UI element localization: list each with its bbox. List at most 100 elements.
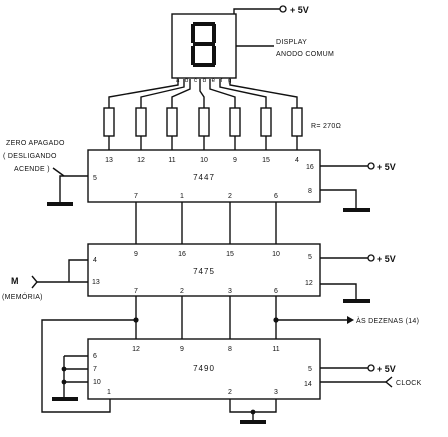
pin-label: 12 bbox=[305, 280, 313, 287]
ic-7490-supply-terminal bbox=[367, 364, 375, 372]
dezenas-arrow-icon bbox=[347, 316, 354, 324]
ic-7490-reset-ground bbox=[52, 355, 88, 401]
pin-label: 11 bbox=[272, 346, 279, 353]
pin-label: 14 bbox=[304, 381, 312, 388]
seven-segment-display: a b c d e f g + 5V DISPLAY ANODO COMUM bbox=[171, 5, 334, 84]
segment-b bbox=[212, 24, 216, 43]
pin-label: 13 bbox=[92, 279, 100, 286]
pin-label: 9 bbox=[233, 157, 237, 164]
ic-7447-supply-terminal bbox=[367, 162, 375, 170]
segment-e bbox=[191, 46, 195, 65]
display-supply-wire bbox=[233, 8, 280, 14]
display-to-resistor-wires bbox=[108, 79, 298, 108]
memory-input-arrow-icon bbox=[31, 275, 38, 289]
zero-note-3: ACENDE ) bbox=[14, 166, 50, 173]
pin-label: 3 bbox=[228, 288, 232, 295]
pin5-ground-wire bbox=[59, 175, 88, 203]
reset-pins-wire bbox=[63, 355, 88, 398]
pin-label: 2 bbox=[180, 288, 184, 295]
junction-dot bbox=[61, 379, 67, 385]
pin-label: 2 bbox=[228, 389, 232, 396]
resistor bbox=[166, 107, 178, 137]
pin-label: 2 bbox=[228, 193, 232, 200]
display-digit bbox=[191, 22, 216, 67]
pin-label: 7 bbox=[134, 288, 138, 295]
ic-7475-power: + 5V bbox=[320, 254, 396, 303]
pin-label: 15 bbox=[262, 157, 270, 164]
pin-label: 3 bbox=[274, 389, 278, 396]
ic-7475: 7475 9 16 15 10 4 13 5 12 7 2 3 6 bbox=[87, 243, 321, 297]
zero-blanking: ZERO APAGADO ( DESLIGANDO ACENDE ) bbox=[3, 140, 88, 206]
pin4-pin13-jumper bbox=[68, 259, 88, 282]
pin-label: 5 bbox=[308, 366, 312, 373]
pin-label: 9 bbox=[134, 251, 138, 258]
zero-note-leader bbox=[52, 167, 65, 177]
ic-7447: 7447 13 12 11 10 9 15 4 5 16 8 7 1 2 6 bbox=[87, 149, 321, 203]
pin-label: 12 bbox=[132, 346, 140, 353]
segment-d bbox=[193, 63, 215, 67]
ic-7447-power: + 5V bbox=[320, 162, 396, 212]
segment-g bbox=[193, 42, 215, 46]
pin-label: 6 bbox=[274, 288, 278, 295]
ic-7475-label: 7475 bbox=[193, 267, 215, 276]
resistor bbox=[103, 107, 115, 137]
pin-label: 13 bbox=[105, 157, 113, 164]
resistor bbox=[135, 107, 147, 137]
pin-label: 12 bbox=[137, 157, 145, 164]
pin-label: 10 bbox=[93, 379, 101, 386]
ic-7490-power-clock: + 5V CLOCK bbox=[320, 364, 422, 388]
display-label-1: DISPLAY bbox=[276, 39, 307, 46]
display-supply-label: + 5V bbox=[290, 5, 309, 15]
pin-label: 6 bbox=[274, 193, 278, 200]
pin-label: 15 bbox=[226, 251, 234, 258]
memory-input: M (MEMÓRIA) bbox=[2, 259, 88, 301]
junction-dot bbox=[61, 366, 67, 372]
memory-label: M bbox=[11, 276, 19, 286]
pin-label: 8 bbox=[308, 188, 312, 195]
pin-label: 10 bbox=[272, 251, 280, 258]
pin-label: 11 bbox=[168, 157, 175, 164]
pin-label: 16 bbox=[306, 164, 314, 171]
ic-7490: 7490 12 9 8 11 6 7 10 1 5 14 2 3 bbox=[87, 338, 321, 400]
resistor bbox=[291, 107, 303, 137]
resistor bbox=[198, 107, 210, 137]
ic-7447-ground-wire bbox=[320, 189, 357, 209]
segment-f bbox=[191, 24, 195, 43]
pin-label: 9 bbox=[180, 346, 184, 353]
ic-7490-bottom-ground bbox=[229, 399, 277, 424]
pin-label: 7 bbox=[93, 366, 97, 373]
resistor-array: R= 270Ω bbox=[103, 107, 341, 150]
segment-c bbox=[212, 46, 216, 65]
resistor bbox=[229, 107, 241, 137]
junction-dot bbox=[250, 409, 256, 415]
pin-label: 4 bbox=[295, 157, 299, 164]
pin-label: 8 bbox=[228, 346, 232, 353]
pin-label: 16 bbox=[178, 251, 186, 258]
bus-7447-7475 bbox=[135, 202, 277, 244]
pin-label: 7 bbox=[134, 193, 138, 200]
ic-7490-label: 7490 bbox=[193, 364, 215, 373]
zero-note-2: ( DESLIGANDO bbox=[3, 153, 57, 160]
ic-7475-supply-label: + 5V bbox=[377, 254, 396, 264]
pin-label: 1 bbox=[107, 389, 111, 396]
ic-7490-supply-label: + 5V bbox=[377, 364, 396, 374]
display-label-2: ANODO COMUM bbox=[276, 51, 334, 58]
zero-note-1: ZERO APAGADO bbox=[6, 140, 65, 147]
pin-label: 5 bbox=[308, 254, 312, 261]
ic-7447-label: 7447 bbox=[193, 173, 215, 182]
pin-label: 6 bbox=[93, 353, 97, 360]
ic-7475-supply-terminal bbox=[367, 254, 375, 262]
pin-label: 1 bbox=[180, 193, 184, 200]
memory-sublabel: (MEMÓRIA) bbox=[2, 292, 43, 301]
dezenas-label: ÀS DEZENAS (14) bbox=[356, 316, 419, 325]
feedback-wire-pin12-to-pin1 bbox=[41, 319, 136, 413]
ic-7447-supply-label: + 5V bbox=[377, 162, 396, 172]
pin-label: 5 bbox=[93, 175, 97, 182]
ic-7475-ground-wire bbox=[320, 283, 357, 300]
resistor bbox=[260, 107, 272, 137]
bus-7475-7490: ÀS DEZENAS (14) bbox=[41, 296, 419, 413]
display-supply-terminal bbox=[279, 5, 287, 13]
pin-label: 4 bbox=[93, 257, 97, 264]
clock-label: CLOCK bbox=[396, 380, 422, 387]
